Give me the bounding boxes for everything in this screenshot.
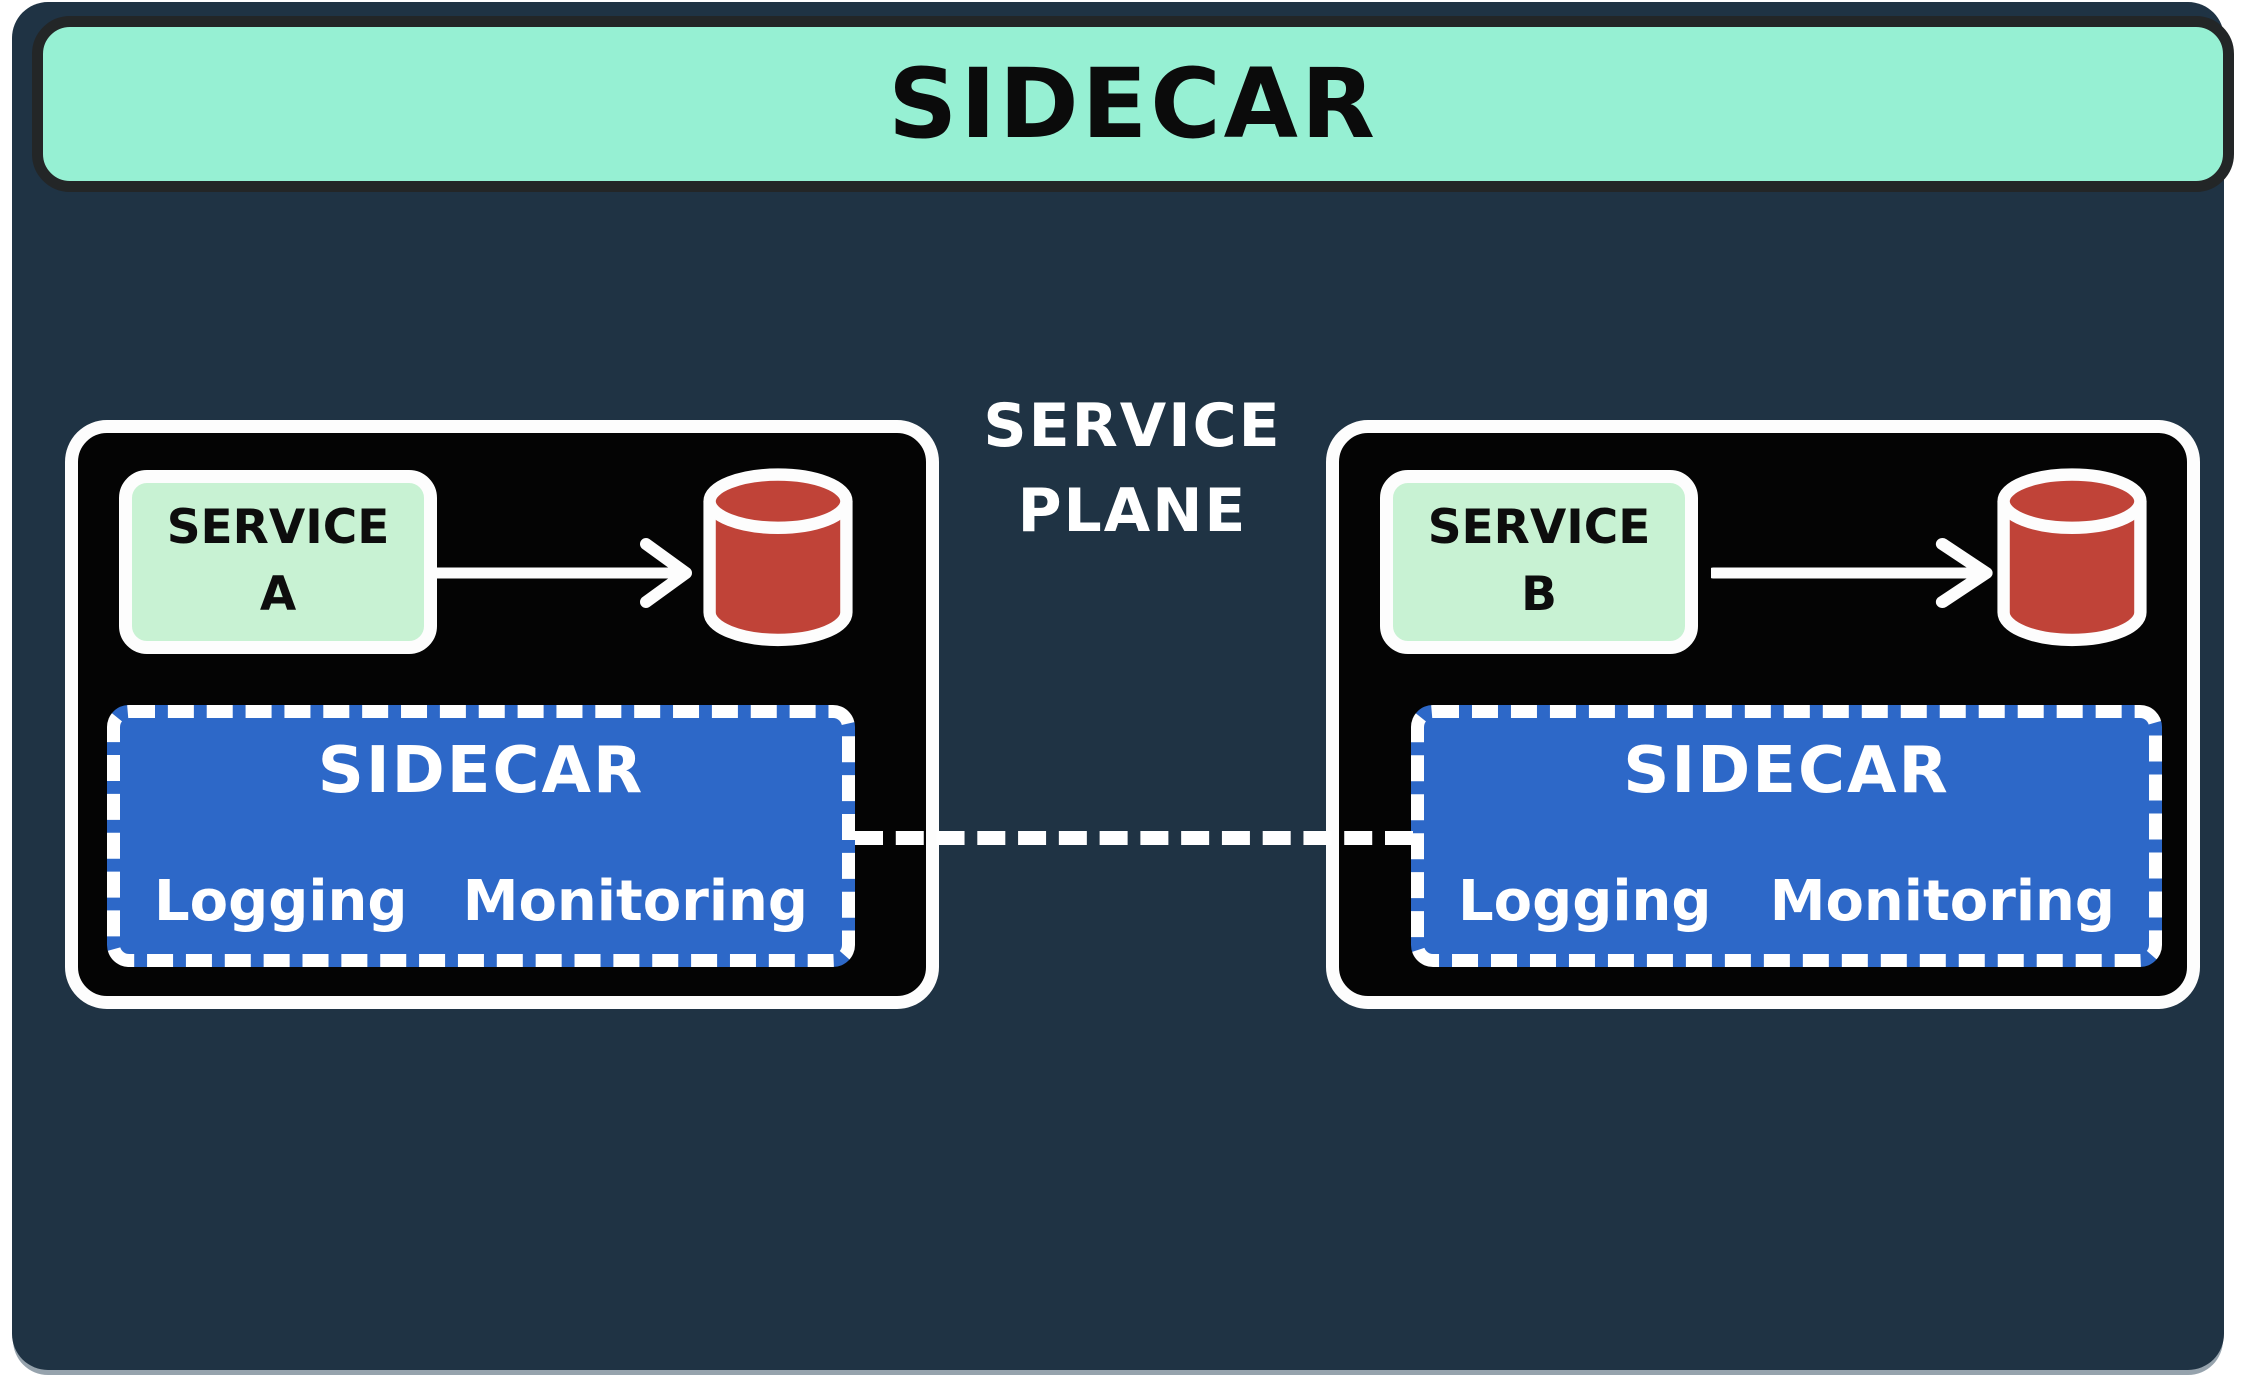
service-b-group: SERVICE B SIDECAR Logging Monitoring — [1326, 420, 2200, 1009]
sidecar-b-feature-monitoring: Monitoring — [1769, 869, 2115, 934]
sidecar-a-features: Logging Monitoring — [154, 869, 808, 934]
service-a-group: SERVICE A SIDECAR Logging Monitoring — [65, 420, 939, 1009]
sidecar-b-feature-logging: Logging — [1458, 869, 1712, 934]
service-b-box: SERVICE B — [1380, 470, 1698, 654]
service-a-box: SERVICE A — [119, 470, 437, 654]
service-b-label-line2: B — [1521, 567, 1557, 622]
sidecar-a-feature-monitoring: Monitoring — [462, 869, 808, 934]
diagram-title-banner: SIDECAR — [32, 16, 2234, 192]
sidecar-b-features: Logging Monitoring — [1458, 869, 2115, 934]
sidecar-connector-dashed-line — [855, 831, 1413, 845]
service-b-label-line1: SERVICE — [1427, 500, 1651, 556]
service-plane-label-line2: PLANE — [1017, 476, 1248, 547]
service-plane-label-line1: SERVICE — [983, 391, 1282, 461]
service-a-label-line2: A — [259, 567, 297, 622]
service-plane-panel: SIDECAR SERVICE PLANE SERVICE A SIDECAR — [12, 2, 2234, 1370]
sidecar-b-box: SIDECAR Logging Monitoring — [1411, 705, 2162, 967]
sidecar-b-title: SIDECAR — [1623, 734, 1950, 808]
sidecar-a-title: SIDECAR — [317, 734, 645, 808]
database-cylinder-icon — [703, 468, 853, 647]
sidecar-a-feature-logging: Logging — [154, 869, 408, 934]
arrow-right-icon — [434, 538, 692, 608]
database-cylinder-icon — [1997, 468, 2147, 647]
service-a-label-line1: SERVICE — [166, 500, 390, 556]
diagram-title: SIDECAR — [888, 48, 1378, 160]
sidecar-a-box: SIDECAR Logging Monitoring — [107, 705, 855, 967]
arrow-right-icon — [1711, 538, 1993, 608]
service-plane-label: SERVICE PLANE — [939, 384, 1326, 554]
